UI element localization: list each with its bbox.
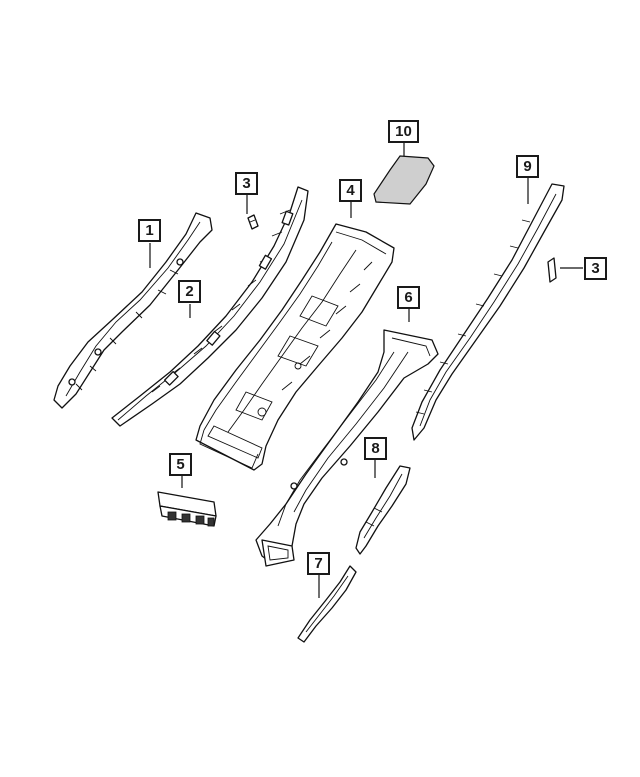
callout-6: 6 bbox=[397, 286, 420, 309]
callout-4: 4 bbox=[339, 179, 362, 202]
part-1-side-trim bbox=[53, 212, 213, 409]
callout-10: 10 bbox=[388, 120, 419, 143]
part-7-trim-strip bbox=[297, 565, 357, 643]
callout-8: 8 bbox=[364, 437, 387, 460]
leader-lines bbox=[149, 143, 583, 598]
callout-3-right: 3 bbox=[584, 257, 607, 280]
part-4-console-base bbox=[195, 223, 395, 471]
callout-5: 5 bbox=[169, 453, 192, 476]
callout-9: 9 bbox=[516, 155, 539, 178]
callout-2: 2 bbox=[178, 280, 201, 303]
callout-1: 1 bbox=[138, 219, 161, 242]
part-10-pad bbox=[373, 155, 435, 205]
callout-7: 7 bbox=[307, 552, 330, 575]
part-5-bracket bbox=[157, 491, 217, 527]
part-6-duct bbox=[255, 329, 439, 567]
callout-3-left: 3 bbox=[235, 172, 258, 195]
part-9-side-trim-right bbox=[411, 183, 565, 441]
part-3-clip-left bbox=[247, 214, 259, 230]
part-3-clip-right bbox=[547, 257, 557, 283]
part-8-side-cover bbox=[355, 465, 411, 555]
part-2-side-panel bbox=[111, 186, 309, 427]
